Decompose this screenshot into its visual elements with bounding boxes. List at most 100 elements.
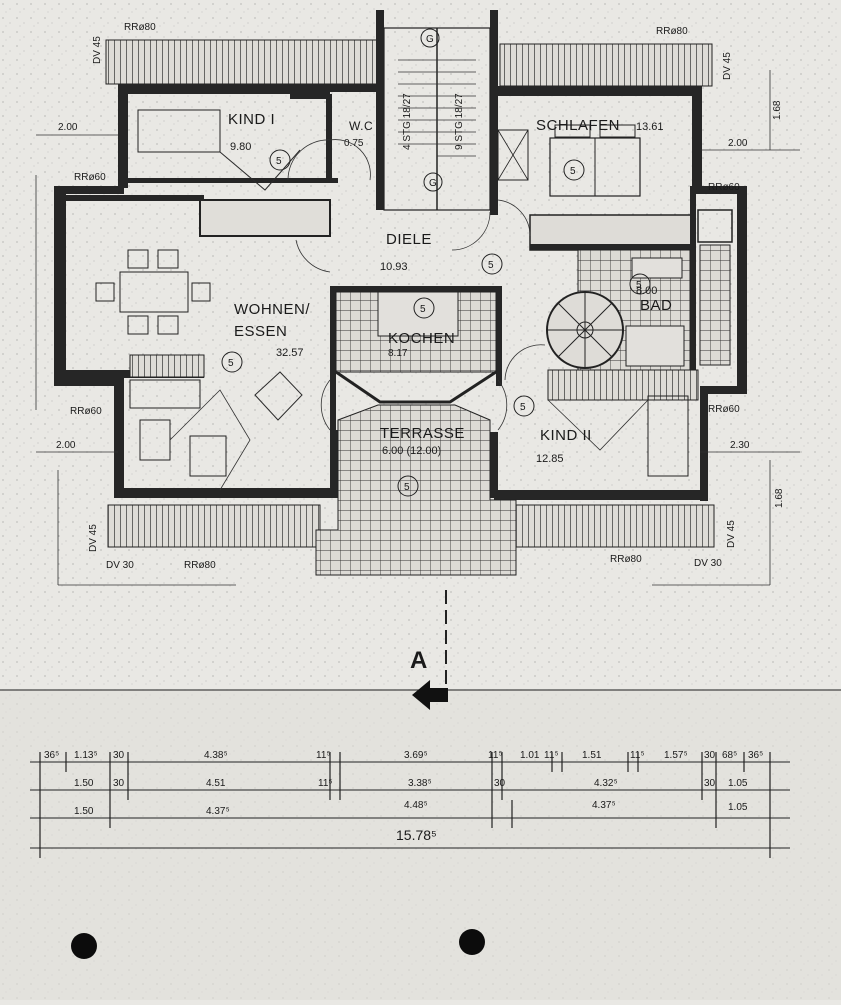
door-diele [451,211,491,251]
room-diele-name: DIELE [386,231,432,248]
dim-r3-4: 1.05 [728,802,748,813]
dim-r2-1: 30 [113,778,125,789]
marker-5-kochen [413,297,435,319]
marker-g-bottom-label: G [429,178,437,189]
door-living [295,239,331,273]
note-rr60-right-top: RRø60 [708,182,740,193]
room-schlafen-name: SCHLAFEN [536,117,620,134]
dim-r1-13: 68⁵ [722,750,737,761]
door-kind2 [504,344,546,381]
note-rr60-left-bottom: RRø60 [70,406,102,417]
section-a-marker [412,590,448,710]
room-wohnen-area: 32.57 [276,347,304,359]
dim-r2-4: 3.38⁵ [408,778,432,789]
note-width-168-top: 1.68 [772,100,783,120]
marker-g-top [420,28,440,48]
dim-r2-6: 4.32⁵ [594,778,618,789]
room-terrasse-area: 6.00 (12.00) [382,445,441,457]
marker-5-bad-label: 5 [636,280,642,291]
dimension-row-1: 36⁵ 1.13⁵ 30 4.38⁵ 11⁵ 3.69⁵ 11⁵ 1.01 11… [44,750,763,761]
room-kind1-area: 9.80 [230,141,251,153]
dim-r3-1: 4.37⁵ [206,806,230,817]
stair-label-right: 9 STG 18/27 [454,93,465,150]
dim-r1-1: 1.13⁵ [74,750,98,761]
marker-5-wohnen [221,351,243,373]
dim-r1-0: 36⁵ [44,750,59,761]
note-rr60-left-top: RRø60 [74,172,106,183]
note-dv45-bottom-left: DV 45 [88,524,99,552]
dim-r1-14: 36⁵ [748,750,763,761]
room-bad-name: BAD [640,297,672,314]
marker-5-wohnen-label: 5 [228,358,234,369]
door-kind1-swing [287,139,331,181]
dim-r1-3: 4.38⁵ [204,750,228,761]
bathroom-sink [631,257,683,279]
terrace-door-right [497,379,508,431]
note-rr80-top-left: RRø80 [124,22,156,33]
dimension-row-2: 1.50 30 4.51 11⁵ 3.38⁵ 30 4.32⁵ 30 1.05 [74,778,748,789]
door-kind1 [219,149,301,191]
marker-5-diele [481,253,503,275]
note-rr80-bottom-left: RRø80 [184,560,216,571]
dim-r2-7: 30 [704,778,716,789]
room-diele-area: 10.93 [380,261,408,273]
dim-r1-12: 30 [704,750,716,761]
marker-5-terrasse [397,475,419,497]
punch-hole-right [459,929,485,955]
marker-5-schlafen-label: 5 [570,166,576,177]
dim-r1-9: 1.51 [582,750,602,761]
marker-5-kind2 [513,395,535,417]
living-view-lines [169,389,251,491]
dim-r2-3: 11⁵ [318,778,333,789]
note-width-200-bottom: 2.00 [56,440,76,451]
dim-r2-8: 1.05 [728,778,748,789]
dim-r1-2: 30 [113,750,125,761]
dim-r3-0: 1.50 [74,806,94,817]
room-kind2-area: 12.85 [536,453,564,465]
dimension-row-3: 1.50 4.37⁵ 4.48⁵ 4.37⁵ 1.05 [74,800,748,817]
kitchen-counter [377,291,459,337]
roof-eave-top-right [499,43,713,87]
terrace-door-left [320,379,331,431]
outer-walls [54,10,747,501]
bathtub [625,325,685,367]
plant-table [254,371,303,421]
room-wohnen-name: WOHNEN/ [234,301,310,318]
coffee-table [189,435,227,477]
marker-5-kind2-label: 5 [520,402,526,413]
terrace-floor [315,404,517,576]
dim-total: 15.78⁵ [396,827,437,843]
dim-r2-0: 1.50 [74,778,94,789]
room-schlafen-area: 13.61 [636,121,664,133]
dim-r1-8: 11⁵ [544,750,559,761]
door-wc [329,139,371,181]
dimension-lines [30,752,790,858]
bed-kind2 [647,395,689,477]
marker-5-kind1-label: 5 [276,156,282,167]
extension-lines [35,70,800,586]
lower-paper-band [0,690,841,1000]
room-kochen-name: KOCHEN [388,330,455,347]
room-kind2-name: KIND II [540,427,592,444]
dim-r3-3: 4.37⁵ [592,800,616,811]
marker-5-kind1 [269,149,291,171]
marker-g-bottom [423,172,443,192]
marker-5-schlafen [563,159,585,181]
room-terrasse-name: TERRASSE [380,425,465,442]
marker-g-top-label: G [426,34,434,45]
dining-table [95,249,211,335]
note-dv45-top-right: DV 45 [722,52,733,80]
marker-5-terrasse-label: 5 [404,482,410,493]
marker-5-group: 5 5 5 5 5 5 5 5 [221,149,651,497]
door-schlafen [497,199,531,237]
marker-5-bad [629,273,651,295]
roof-eave-bottom-left [107,504,321,548]
sideboard [129,379,201,409]
spiral-staircase [546,291,624,369]
room-kochen-area: 8.17 [388,348,408,359]
room-wc-name: W.C [349,119,373,133]
stair-label-left: 4 STG 18/27 [402,93,413,150]
dim-r2-5: 30 [494,778,506,789]
dim-r1-7: 1.01 [520,750,540,761]
